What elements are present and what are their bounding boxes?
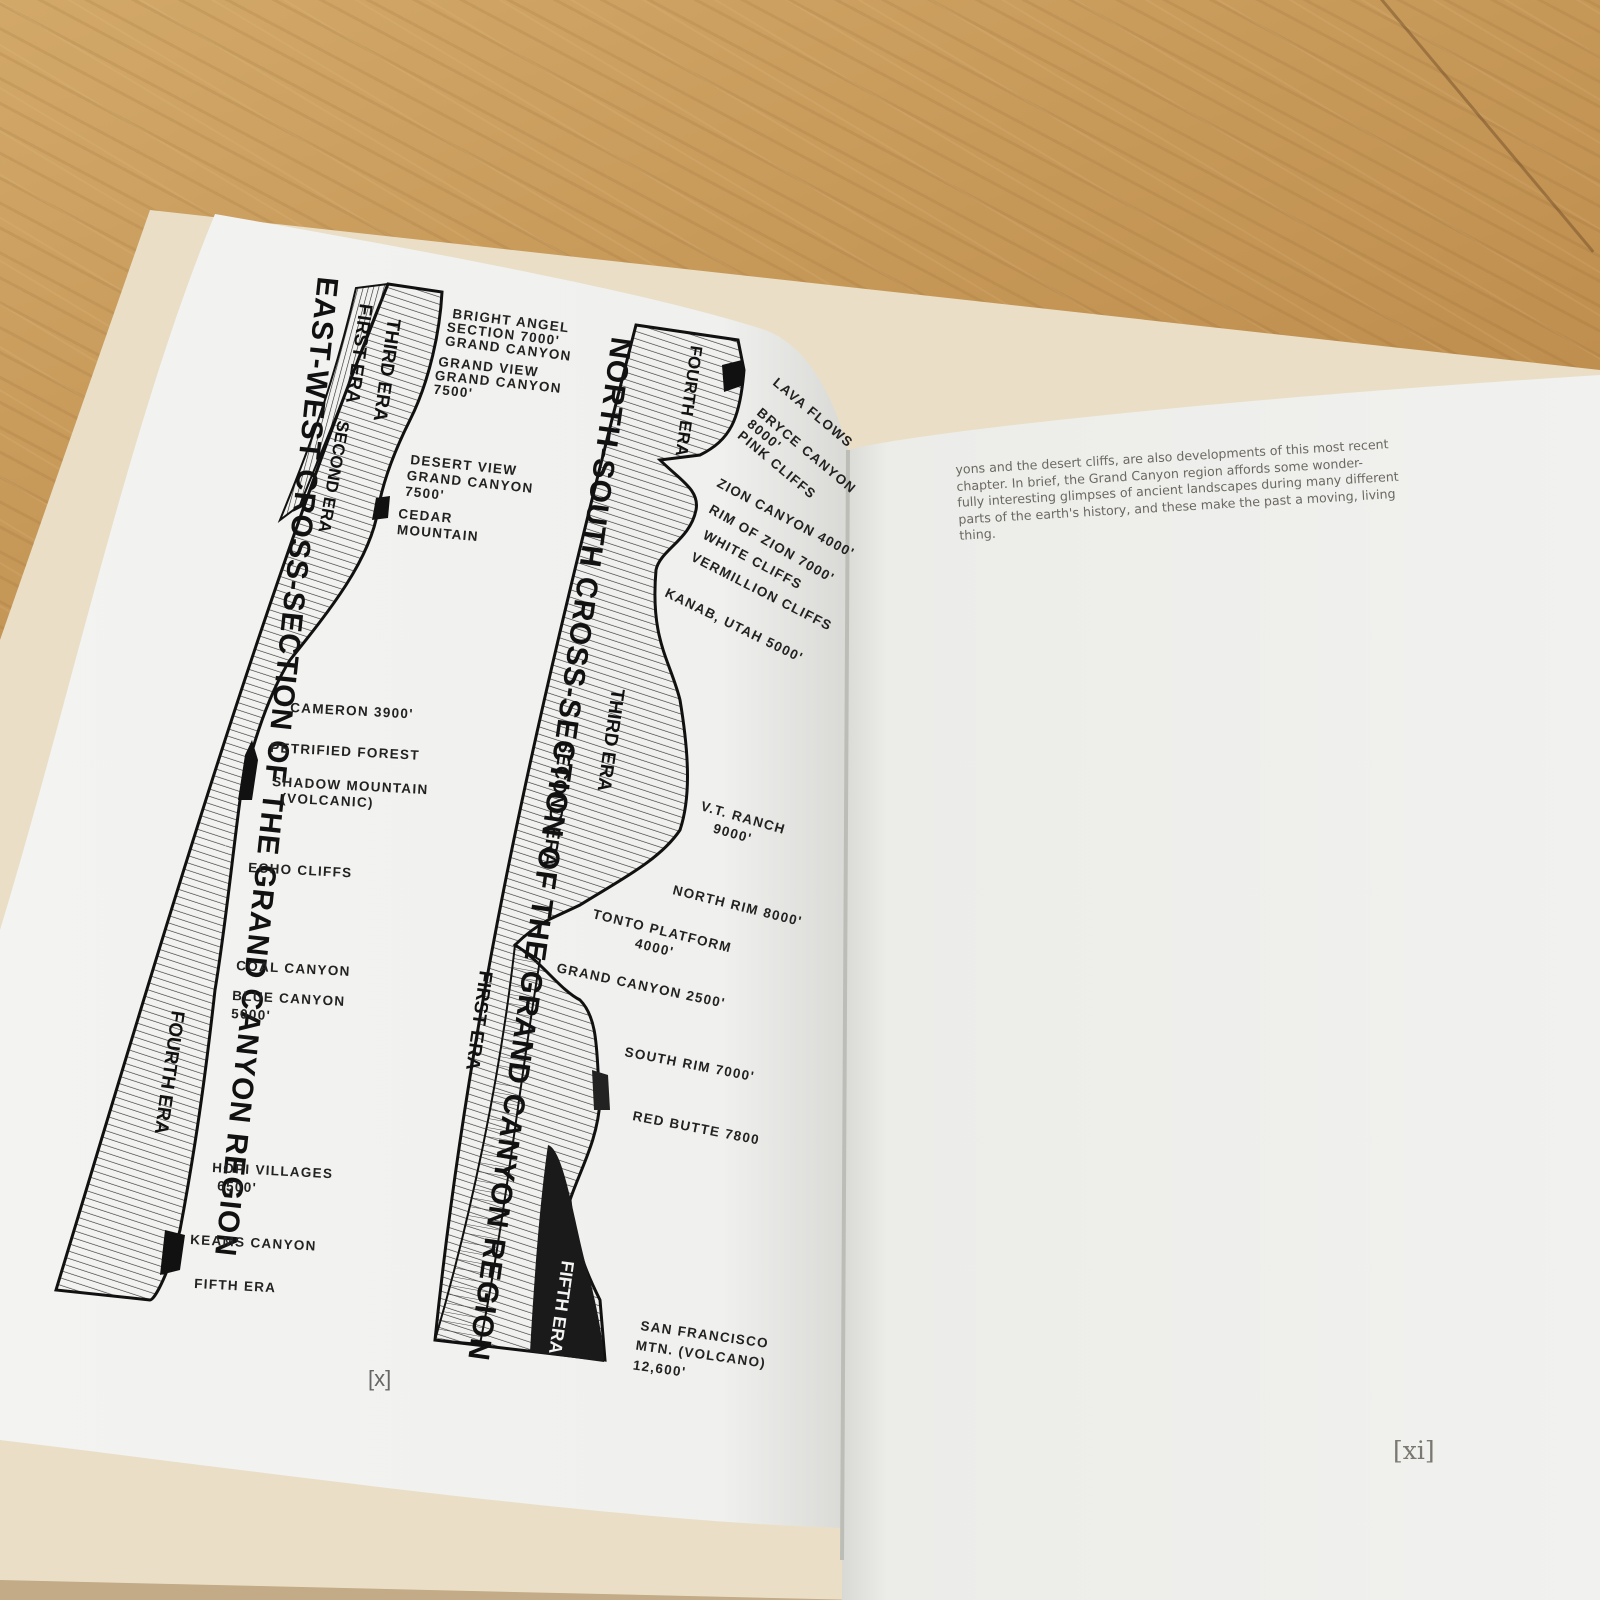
- svg-text:CEDAR: CEDAR: [398, 506, 454, 526]
- gutter: [840, 449, 850, 1561]
- svg-text:6500': 6500': [217, 1178, 257, 1195]
- east-west-section: [54, 282, 444, 1302]
- ew-title: EAST-WEST CROSS-SECTION OF THE GRAND CAN…: [208, 275, 344, 1258]
- ew-label-hopi-villages: HOPI VILLAGES 6500': [212, 1160, 334, 1195]
- ns-era-third: THIRD ERA: [593, 687, 628, 793]
- ns-label-vt-ranch: V.T. RANCH 9000': [699, 798, 787, 846]
- svg-text:MOUNTAIN: MOUNTAIN: [396, 522, 479, 544]
- ew-label-cameron: CAMERON 3900': [290, 700, 414, 721]
- ns-label-san-francisco-mtn: SAN FRANCISCO MTN. (VOLCANO) 12,600': [632, 1318, 770, 1380]
- ew-fifth-era-blob: [160, 1230, 185, 1275]
- ew-label-bright-angel: BRIGHT ANGEL SECTION 7000' GRAND CANYON: [444, 306, 572, 364]
- ns-era-fourth: FOURTH ERA: [672, 344, 706, 457]
- ew-cedar-mountain: [372, 496, 390, 520]
- ew-label-blue-canyon: BLUE CANYON 5000': [231, 988, 346, 1023]
- svg-text:5000': 5000': [231, 1006, 271, 1023]
- ns-label-tonto-platform: TONTO PLATFORM 4000': [591, 906, 733, 959]
- ns-era-first: FIRST ERA: [461, 969, 496, 1072]
- ns-red-butte: [592, 1070, 610, 1110]
- ew-first-era: [277, 282, 390, 523]
- ew-label-shadow-mountain: SHADOW MOUNTAIN (VOLCANIC): [272, 774, 429, 811]
- svg-text:BLUE CANYON: BLUE CANYON: [232, 988, 346, 1009]
- ns-label-red-butte: RED BUTTE 7800: [631, 1108, 761, 1147]
- ns-lava-flows: [722, 360, 744, 392]
- ns-era-fifth: FIFTH ERA: [545, 1259, 578, 1355]
- ew-era-fourth: FOURTH ERA: [150, 1009, 188, 1136]
- svg-text:7500': 7500': [404, 484, 445, 503]
- north-south-section: [433, 323, 746, 1362]
- ns-label-south-rim: SOUTH RIM 7000': [623, 1044, 756, 1084]
- ew-era-third: THIRD ERA: [369, 317, 404, 423]
- ns-first-era: [433, 943, 542, 1346]
- ew-outline: [54, 282, 444, 1302]
- cover-shadow: [0, 1580, 860, 1600]
- ew-shadow-mountain: [238, 740, 258, 800]
- ew-era-first: FIRST ERA: [341, 302, 376, 405]
- left-page-number: [x]: [368, 1366, 391, 1391]
- ew-label-fifth-era: FIFTH ERA: [194, 1276, 277, 1295]
- ew-label-desert-view: DESERT VIEW GRAND CANYON 7500': [404, 452, 534, 503]
- ew-label-grand-view: GRAND VIEW GRAND CANYON 7500': [433, 354, 563, 401]
- ns-label-north-rim: NORTH RIM 8000': [671, 882, 804, 929]
- right-page: [842, 375, 1600, 1600]
- ew-label-keams-canyon: KEAMS CANYON: [190, 1232, 317, 1254]
- svg-text:(VOLCANIC): (VOLCANIC): [281, 791, 374, 811]
- ew-label-coal-canyon: COAL CANYON: [236, 958, 351, 979]
- ew-label-cedar-mountain: CEDAR MOUNTAIN: [396, 506, 479, 544]
- ns-label-grand-canyon: GRAND CANYON 2500': [555, 960, 727, 1010]
- svg-text:7500': 7500': [433, 382, 474, 401]
- ns-fifth-era-volcano: [530, 1145, 604, 1362]
- svg-text:12,600': 12,600': [632, 1357, 687, 1379]
- ew-label-echo-cliffs: ECHO CLIFFS: [248, 860, 353, 880]
- svg-text:HOPI VILLAGES: HOPI VILLAGES: [212, 1160, 334, 1181]
